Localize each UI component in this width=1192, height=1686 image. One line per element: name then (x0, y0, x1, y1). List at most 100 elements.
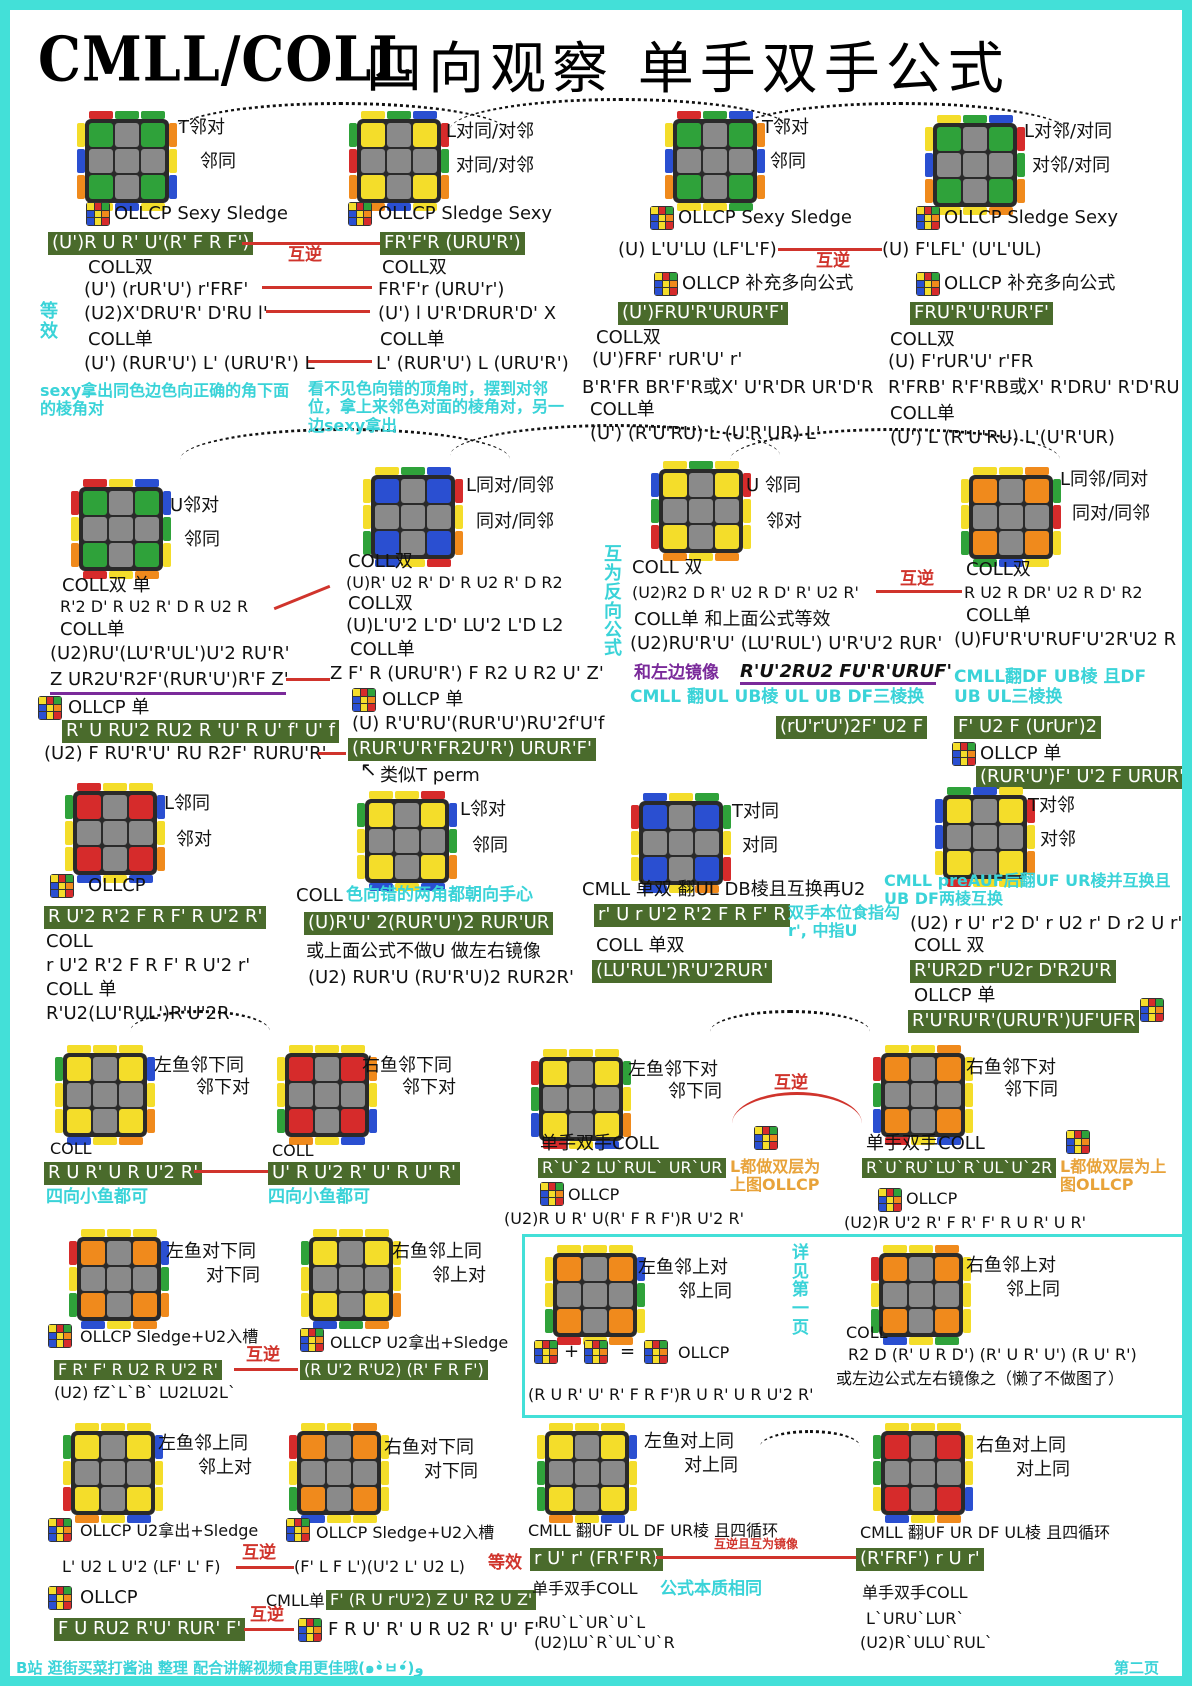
connector-line (262, 286, 372, 289)
detail-box (522, 1234, 1182, 1418)
side-sticker (973, 879, 997, 887)
side-sticker (71, 517, 79, 541)
cube-diagram (349, 111, 449, 211)
side-sticker (935, 1337, 959, 1345)
side-sticker (441, 149, 449, 173)
side-sticker (537, 1461, 545, 1485)
side-sticker (163, 491, 171, 515)
note: L都做双层为上图OLLCP (1060, 1157, 1167, 1195)
cube-diagram (537, 1423, 637, 1523)
side-sticker (989, 115, 1013, 123)
side-sticker (69, 1293, 77, 1317)
cube-icon (630, 792, 732, 898)
side-sticker (963, 207, 987, 215)
sticker (885, 1435, 909, 1459)
sticker (883, 1309, 907, 1333)
sticker (313, 1241, 337, 1265)
sticker (909, 1283, 933, 1307)
side-sticker (77, 149, 85, 173)
side-sticker (909, 1337, 933, 1345)
cmll-label: CMLL 单双 翻UL DB棱且互换再U2 (582, 879, 866, 900)
side-sticker (965, 1083, 973, 1107)
sticker (663, 473, 687, 497)
side-sticker (871, 1309, 879, 1333)
side-sticker (885, 1137, 909, 1145)
sticker (109, 517, 133, 541)
case-label: L同对/同邻 (466, 475, 555, 496)
sticker (365, 1293, 389, 1317)
sticker (289, 1109, 313, 1133)
side-sticker (107, 1321, 131, 1329)
side-sticker (427, 559, 451, 567)
ollcp-label: OLLCP (80, 1587, 138, 1608)
mini-cube-icon (650, 206, 674, 230)
cube-icon (54, 1044, 156, 1150)
side-sticker (71, 491, 79, 515)
side-sticker (1025, 467, 1049, 475)
sticker (663, 525, 687, 549)
side-sticker (669, 793, 693, 801)
coll-label: COLL双 (348, 593, 413, 614)
side-sticker (911, 1515, 935, 1523)
sticker (935, 1283, 959, 1307)
side-sticker (925, 127, 933, 151)
formula: (LU'RUL')R'U'2RUR' (592, 960, 773, 983)
side-sticker (549, 1515, 573, 1523)
connector-arc (730, 428, 1060, 491)
sticker (395, 855, 419, 879)
side-sticker (937, 115, 961, 123)
sticker (101, 1487, 125, 1511)
side-sticker (115, 111, 139, 119)
sticker (695, 857, 719, 881)
connector-line (194, 1170, 268, 1173)
connector-arc (130, 1010, 270, 1053)
sticker (289, 1057, 313, 1081)
formula: (U) F'rUR'U' r'FR (888, 351, 1034, 372)
side-sticker (69, 1241, 77, 1265)
sticker (401, 531, 425, 555)
side-sticker (63, 1461, 71, 1485)
side-sticker (965, 1461, 973, 1485)
mini-cube-icon (534, 1340, 558, 1364)
side-sticker (65, 847, 73, 871)
side-sticker (873, 1435, 881, 1459)
formula: (U')FRF' rUR'U' r' (592, 349, 743, 370)
sticker (421, 855, 445, 879)
side-sticker (155, 1435, 163, 1459)
sticker (129, 847, 153, 871)
sticker (703, 175, 727, 199)
sticker (595, 1087, 619, 1111)
case-label: 左鱼邻上同 (158, 1433, 248, 1454)
note: sexy拿出同色边色向正确的角下面的棱角对 (40, 381, 290, 419)
side-sticker (723, 831, 731, 855)
cube-icon (362, 466, 464, 572)
sticker (549, 1487, 573, 1511)
connector-arc (450, 424, 780, 487)
mirror-label: 和左边镜像 (634, 663, 719, 683)
coll-label: COLL双 (890, 329, 955, 350)
connector-line (236, 1566, 294, 1569)
case-label: 邻上同 (1006, 1279, 1060, 1300)
ollcp-label: OLLCP Sexy Sledge (678, 207, 853, 228)
sticker (361, 149, 385, 173)
sticker (947, 799, 971, 823)
sticker (369, 803, 393, 827)
sticker (119, 1057, 143, 1081)
page-subtitle: 四向观察 单手双手公式 (366, 37, 1010, 102)
side-sticker (1053, 479, 1061, 503)
sticker (327, 1435, 351, 1459)
formula: (U2)X'DRU'R' D'RU l' (84, 303, 268, 324)
sticker (127, 1461, 151, 1485)
sticker (421, 829, 445, 853)
side-sticker (365, 1229, 389, 1237)
sticker (133, 1267, 157, 1291)
sticker (669, 831, 693, 855)
equivalent-label: 等效 (488, 1553, 522, 1573)
case-label: 对下同 (424, 1461, 478, 1482)
side-sticker (169, 175, 177, 199)
side-sticker (629, 1435, 637, 1459)
side-sticker (729, 203, 753, 211)
formula: R`U`2 LU`RUL` UR`UR (538, 1158, 727, 1179)
sticker (375, 531, 399, 555)
connector-line (234, 1368, 298, 1371)
